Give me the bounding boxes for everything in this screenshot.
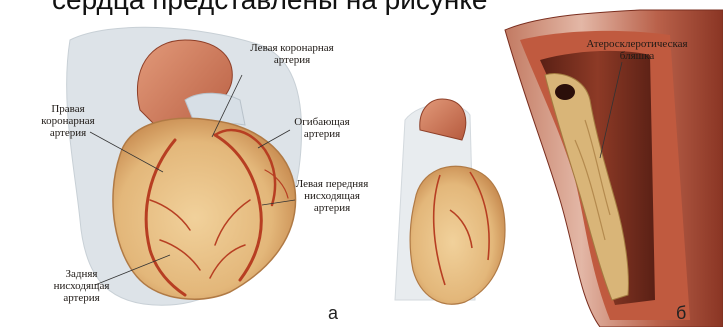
label-right-coronary: Правая коронарная артерия — [28, 103, 108, 139]
label-left-anterior-descending: Левая передняя нисходящая артерия — [292, 178, 372, 214]
label-circumflex: Огибающая артерия — [282, 116, 362, 140]
heart-b — [410, 166, 505, 304]
label-plaque: Атеросклеротическая бляшка — [578, 38, 696, 62]
lumen-opening — [555, 84, 575, 100]
panel-letter-a: а — [328, 303, 338, 324]
label-posterior-descending: Задняя нисходящая артерия — [44, 268, 119, 304]
label-left-coronary: Левая коронарная артерия — [236, 42, 348, 66]
panel-letter-b: б — [676, 303, 686, 324]
heart-a — [113, 118, 296, 299]
